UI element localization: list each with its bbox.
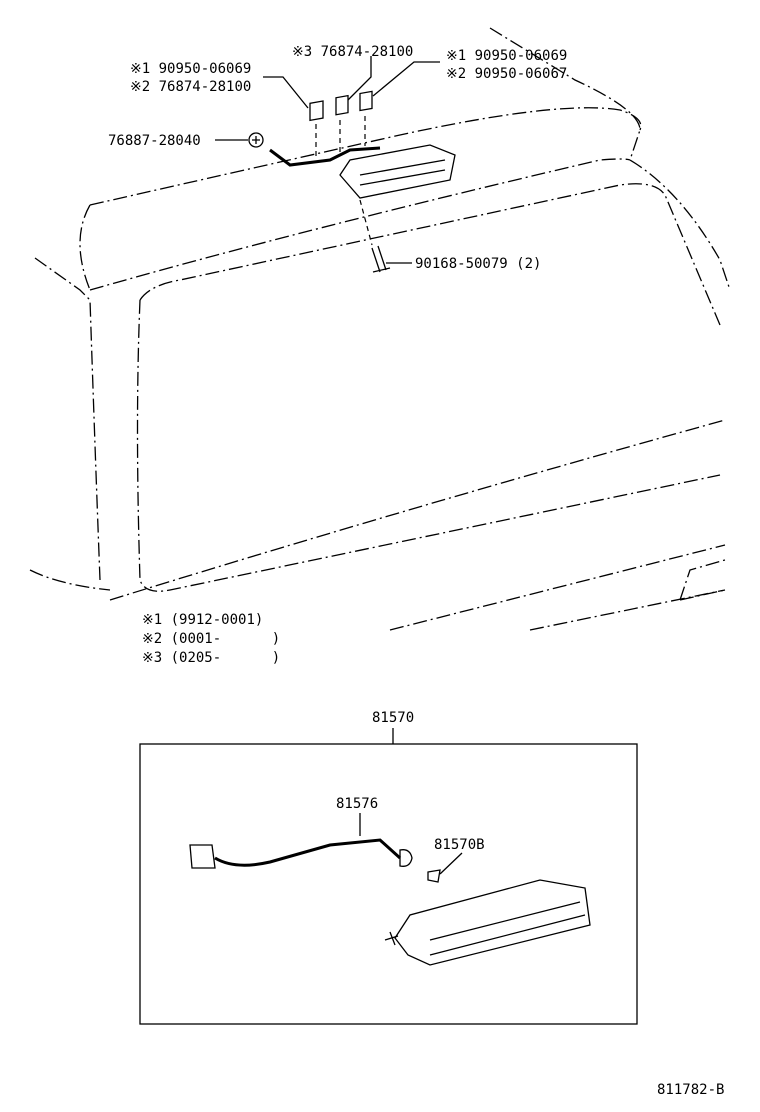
label-assembly: 81570 (372, 710, 414, 726)
label-sticker-mid: ※3 76874-28100 (292, 44, 413, 60)
assembly-box (139, 728, 638, 1025)
label-wire-harness: 81576 (336, 796, 378, 812)
label-screw: 90168-50079 (2) (415, 256, 541, 272)
vehicle-outline (29, 27, 731, 631)
note-1: ※1 (9912-0001) (142, 612, 263, 628)
clip-part (215, 132, 264, 148)
stickers (263, 56, 440, 160)
figure-code: 811782-B (657, 1082, 724, 1098)
label-sticker-right-1: ※1 90950-06069 (446, 48, 567, 64)
label-sticker-left-1: ※1 90950-06069 (130, 61, 251, 77)
label-sticker-left-2: ※2 76874-28100 (130, 79, 251, 95)
label-sticker-right-2: ※2 90950-06067 (446, 66, 567, 82)
label-clip: 76887-28040 (108, 133, 201, 149)
stop-lamp-installed (269, 144, 456, 273)
note-2: ※2 (0001- ) (142, 631, 280, 647)
note-3: ※3 (0205- ) (142, 650, 280, 666)
label-bulb: 81570B (434, 837, 485, 853)
